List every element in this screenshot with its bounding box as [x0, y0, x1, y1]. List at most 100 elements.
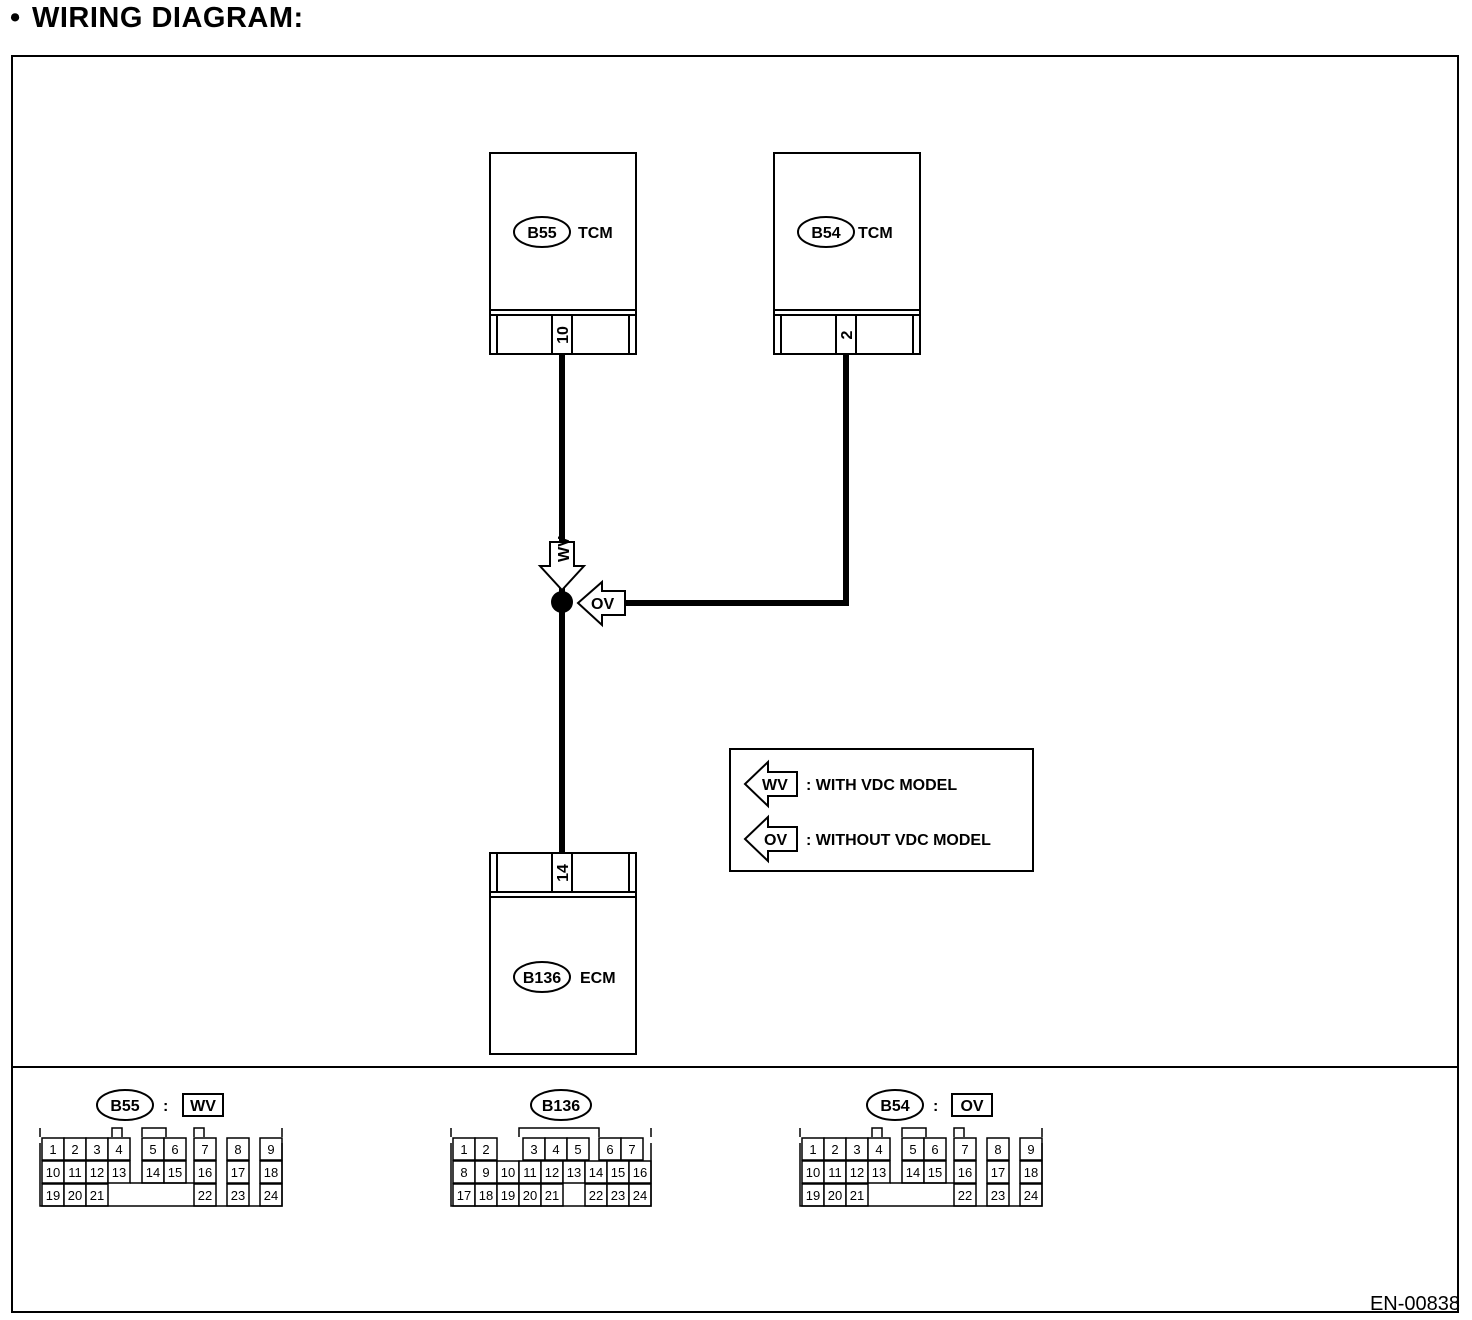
b54-face-sep: :: [933, 1098, 938, 1115]
pin-cell: [867, 1137, 891, 1161]
pin-label: 22: [958, 1188, 972, 1203]
pin-cell: [566, 1137, 590, 1161]
ov-tag-label: OV: [591, 596, 614, 613]
pin-label: 11: [68, 1165, 82, 1180]
b136-pin-number: 14: [555, 864, 572, 882]
pin-label: 3: [853, 1142, 860, 1157]
pin-label: 16: [633, 1165, 647, 1180]
b136-connector-badge: [513, 961, 571, 993]
b54-face-id: B54: [880, 1098, 909, 1115]
b136-face-id: B136: [542, 1098, 580, 1115]
pin-label: 19: [501, 1188, 515, 1203]
pin-label: 16: [958, 1165, 972, 1180]
b54-face-header: B54 : OV: [866, 1089, 993, 1121]
pin-label: 2: [831, 1142, 838, 1157]
pin-label: 19: [46, 1188, 60, 1203]
pin-label: 15: [928, 1165, 942, 1180]
splice-point: [551, 591, 573, 613]
pin-label: 2: [482, 1142, 489, 1157]
diagram-code: EN-00838: [1370, 1293, 1460, 1315]
pin-label: 7: [201, 1142, 208, 1157]
b55-tcm-module: B55 TCM 10: [489, 152, 637, 355]
pin-label: 10: [806, 1165, 820, 1180]
pin-label: 15: [611, 1165, 625, 1180]
pin-label: 23: [611, 1188, 625, 1203]
b55-pin-number: 10: [555, 326, 572, 344]
page-title: WIRING DIAGRAM:: [32, 2, 304, 34]
pin-label: 9: [482, 1165, 489, 1180]
pin-label: 3: [93, 1142, 100, 1157]
pin-cell: [953, 1160, 977, 1184]
b55-face-id: B55: [110, 1098, 139, 1115]
pin-cell: [163, 1137, 187, 1161]
b136-ecm-module: B136 ECM 14: [489, 852, 637, 1055]
pin-cell: [953, 1137, 977, 1161]
pin-label: 12: [850, 1165, 864, 1180]
pin-label: 12: [90, 1165, 104, 1180]
legend-ov-code: OV: [764, 832, 787, 849]
bullet-icon: •: [10, 2, 21, 34]
pin-label: 7: [961, 1142, 968, 1157]
pin-cell: [986, 1137, 1010, 1161]
legend-ov-text: : WITHOUT VDC MODEL: [806, 832, 991, 849]
b136-connector-id: B136: [523, 970, 561, 987]
page-heading: • WIRING DIAGRAM:: [10, 2, 304, 35]
wire-tcm-b54: [612, 352, 849, 606]
pin-label: 11: [828, 1165, 842, 1180]
b54-face-variant: OV: [960, 1098, 983, 1115]
pin-label: 5: [149, 1142, 156, 1157]
pin-label: 7: [628, 1142, 635, 1157]
pin-cell: [107, 1160, 131, 1184]
pin-label: 21: [850, 1188, 864, 1203]
wv-tag-label: WV: [556, 536, 573, 562]
b136-module-name: ECM: [580, 970, 616, 987]
pin-label: 3: [530, 1142, 537, 1157]
pin-label: 2: [71, 1142, 78, 1157]
b54-connector-id: B54: [811, 225, 840, 242]
b55-face-header: B55 : WV: [96, 1089, 224, 1121]
pin-label: 17: [991, 1165, 1005, 1180]
pin-label: 1: [49, 1142, 56, 1157]
pin-label: 23: [231, 1188, 245, 1203]
b54-pin-number: 2: [839, 330, 856, 339]
wv-legend-arrow-icon: [743, 759, 798, 809]
pin-label: 10: [46, 1165, 60, 1180]
pin-label: 14: [906, 1165, 920, 1180]
pin-cell: [986, 1160, 1010, 1184]
legend-box: [729, 748, 1034, 872]
b55-connector-badge: [513, 216, 571, 248]
b136-face-header: B136: [530, 1089, 592, 1121]
pin-label: 18: [1024, 1165, 1038, 1180]
pin-label: 6: [171, 1142, 178, 1157]
pin-label: 17: [231, 1165, 245, 1180]
pin-label: 9: [1027, 1142, 1034, 1157]
pin-label: 19: [806, 1188, 820, 1203]
pin-label: 12: [545, 1165, 559, 1180]
pin-cell: [923, 1137, 947, 1161]
pin-label: 4: [552, 1142, 559, 1157]
diagram-frame: [11, 55, 1459, 1313]
pin-label: 9: [267, 1142, 274, 1157]
pin-label: 17: [457, 1188, 471, 1203]
b54-tcm-module: B54 TCM 2: [773, 152, 921, 355]
pin-label: 21: [90, 1188, 104, 1203]
pin-label: 8: [460, 1165, 467, 1180]
pin-label: 24: [1024, 1188, 1038, 1203]
pin-label: 1: [809, 1142, 816, 1157]
pin-label: 4: [875, 1142, 882, 1157]
wv-tag: WV: [537, 536, 587, 592]
pin-label: 24: [633, 1188, 647, 1203]
pin-label: 6: [931, 1142, 938, 1157]
pin-label: 4: [115, 1142, 122, 1157]
pin-label: 20: [828, 1188, 842, 1203]
pin-label: 11: [523, 1165, 537, 1180]
pin-label: 23: [991, 1188, 1005, 1203]
pin-label: 14: [589, 1165, 603, 1180]
b55-module-name: TCM: [578, 225, 613, 242]
pin-label: 22: [198, 1188, 212, 1203]
pin-label: 8: [234, 1142, 241, 1157]
